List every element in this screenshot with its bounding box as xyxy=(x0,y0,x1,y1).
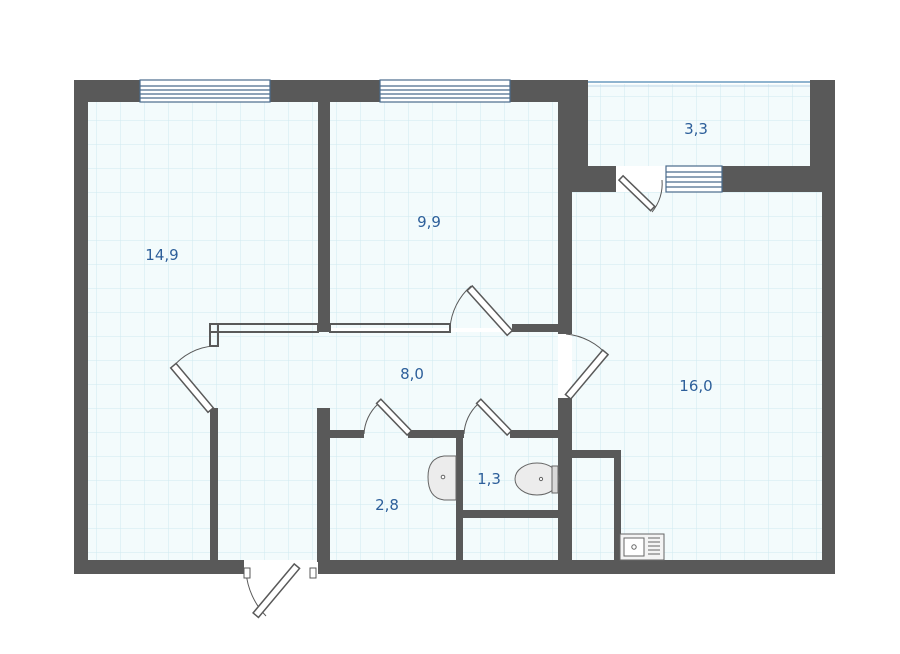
walls xyxy=(74,80,835,574)
label-hall-area: 8,0 xyxy=(400,365,424,383)
wall-outer-top-mid xyxy=(270,80,380,102)
doors xyxy=(169,174,663,619)
kitchen-sink-icon xyxy=(619,533,665,561)
wall-room-divider xyxy=(318,102,330,332)
window-room-a xyxy=(139,79,271,103)
wall-shaft-top xyxy=(572,450,620,458)
wall-hall-left-lower xyxy=(210,408,218,562)
fixtures xyxy=(427,455,665,561)
label-room-b-area: 9,9 xyxy=(417,213,441,231)
door-balcony xyxy=(617,174,663,213)
balcony-glazing xyxy=(588,81,810,87)
wall-bath-left xyxy=(317,408,330,562)
wall-outer-left xyxy=(74,80,88,574)
door-room-b xyxy=(449,284,514,337)
floor-room-b xyxy=(330,102,558,328)
wall-balcony-bottom-left xyxy=(572,166,616,192)
wall-outer-top-left xyxy=(74,80,140,102)
wall-outer-bottom-right xyxy=(318,560,835,574)
partition-hall-top-left xyxy=(209,323,319,333)
room-labels: 14,9 9,9 3,3 8,0 16,0 2,8 1,3 xyxy=(145,120,712,514)
wall-hall-top-right xyxy=(512,324,558,332)
door-entrance xyxy=(243,562,317,619)
wall-kitchen-upper xyxy=(558,102,572,334)
wall-balcony-bottom-right xyxy=(722,166,835,192)
wall-shaft-right xyxy=(614,450,621,560)
door-room-a xyxy=(169,345,215,414)
windows xyxy=(139,79,723,193)
wall-outer-top-right xyxy=(510,80,588,102)
label-balcony-area: 3,3 xyxy=(684,120,708,138)
door-bathroom xyxy=(363,398,413,437)
wall-bath-toilet-divider xyxy=(456,438,463,560)
floor-areas xyxy=(88,84,822,560)
wall-bath-top-c xyxy=(510,430,558,438)
label-bathroom-area: 2,8 xyxy=(375,496,399,514)
wall-balcony-left xyxy=(572,80,588,192)
door-toilet xyxy=(463,398,513,437)
wall-outer-right xyxy=(822,192,835,574)
label-kitchen-area: 16,0 xyxy=(679,377,712,395)
floor-kitchen xyxy=(572,192,822,560)
wall-bath-top-b xyxy=(408,430,464,438)
wall-outer-bottom-left xyxy=(74,560,244,574)
label-room-a-area: 14,9 xyxy=(145,246,178,264)
wall-toilet-bottom xyxy=(463,510,558,518)
toilet-icon xyxy=(514,462,560,496)
sink-icon xyxy=(427,455,457,501)
label-toilet-area: 1,3 xyxy=(477,470,501,488)
floor-balcony xyxy=(588,84,810,166)
window-kitchen xyxy=(665,165,723,193)
window-room-b xyxy=(379,79,511,103)
wall-bath-top-a xyxy=(330,430,364,438)
door-kitchen xyxy=(564,333,610,401)
wall-kitchen-lower xyxy=(558,398,572,560)
